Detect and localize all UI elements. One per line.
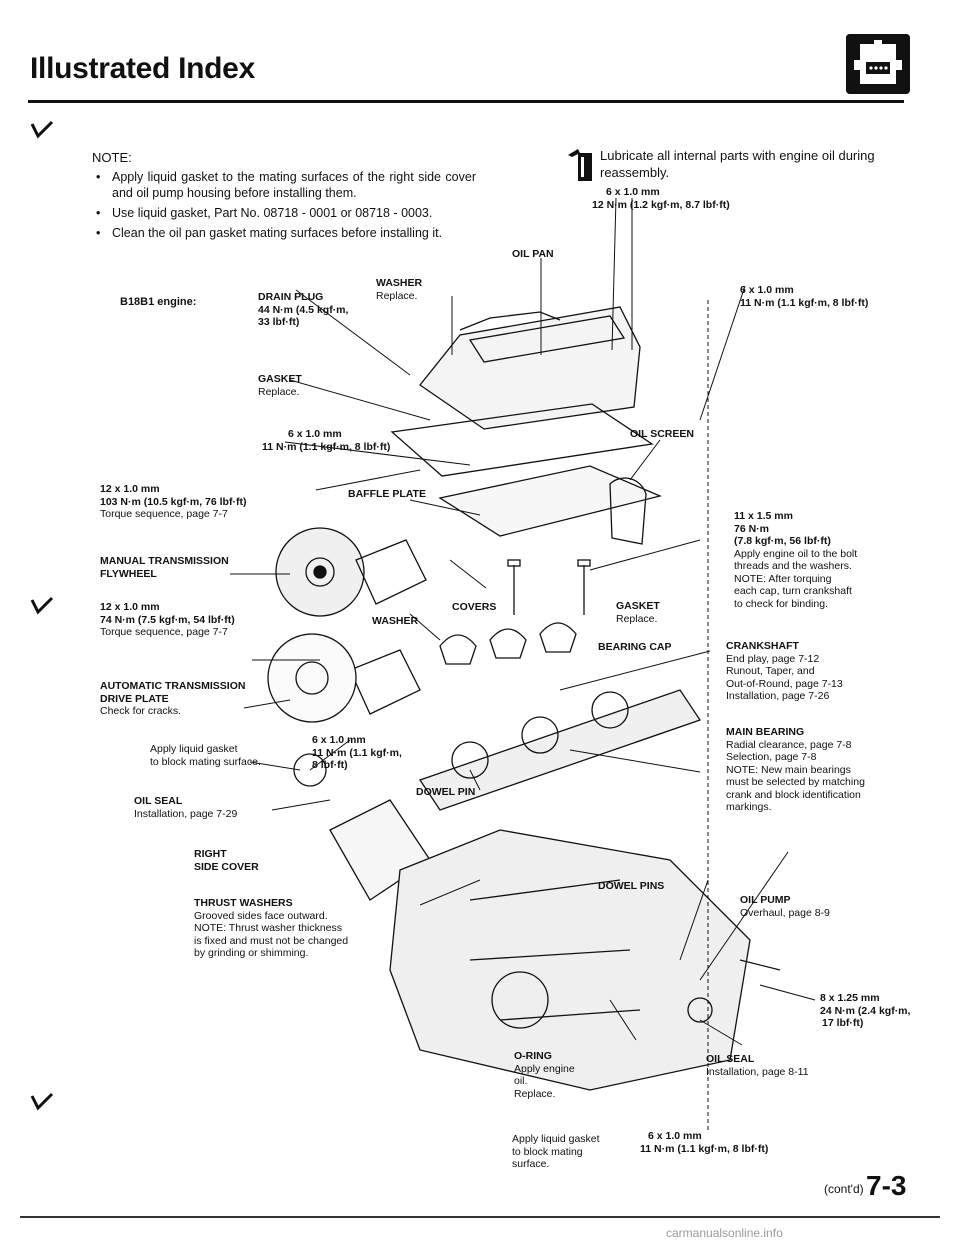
note-item: Clean the oil pan gasket mating surfaces… — [92, 225, 476, 241]
bolt-12x10-a-label: 12 x 1.0 mm 103 N·m (10.5 kgf·m, 76 lbf·… — [100, 483, 247, 520]
thrust-washers-label: THRUST WASHERS Grooved sides face outwar… — [194, 897, 349, 959]
continued-label: (cont'd) — [824, 1182, 864, 1196]
crankshaft-label: CRANKSHAFT End play, page 7-12 Runout, T… — [726, 640, 843, 702]
page-title: Illustrated Index — [30, 52, 255, 85]
header-rule — [28, 100, 904, 103]
bearing-cap-label: BEARING CAP — [598, 641, 672, 653]
dowel-pins-label: DOWEL PINS — [598, 880, 665, 892]
apply-liquid-gasket-b-label: Apply liquid gasket to block mating surf… — [512, 1133, 600, 1170]
note-item: Use liquid gasket, Part No. 08718 - 0001… — [92, 205, 476, 221]
note-heading: NOTE: — [92, 150, 132, 165]
oil-seal-right-label: OIL SEAL Installation, page 8-11 — [706, 1053, 809, 1078]
notes-block: NOTE: Apply liquid gasket to the mating … — [92, 150, 476, 245]
bolt-6x10-bottom-label: 6 x 1.0 mm 11 N·m (1.1 kgf·m, 8 lbf·ft) — [640, 1130, 769, 1155]
page-number: 7-3 — [866, 1170, 907, 1201]
bolt-11x15-label: 11 x 1.5 mm 76 N·m (7.8 kgf·m, 56 lbf·ft… — [734, 510, 858, 610]
binding-mark — [30, 596, 54, 615]
watermark: carmanualsonline.info — [666, 1226, 783, 1240]
gasket-top-label: GASKET Replace. — [258, 373, 302, 398]
washer-top-label: WASHER Replace. — [376, 277, 423, 302]
binding-mark — [30, 1092, 54, 1111]
main-bearing-label: MAIN BEARING Radial clearance, page 7-8 … — [726, 726, 865, 813]
note-item: Apply liquid gasket to the mating surfac… — [92, 169, 476, 201]
oil-pan-label: OIL PAN — [512, 248, 554, 260]
apply-liquid-gasket-a-label: Apply liquid gasket to block mating surf… — [150, 743, 261, 768]
engine-block-icon — [846, 34, 910, 94]
gasket-mid-label: GASKET Replace. — [616, 600, 660, 625]
bolt-12x10-b-label: 12 x 1.0 mm 74 N·m (7.5 kgf·m, 54 lbf·ft… — [100, 601, 235, 638]
right-side-cover-label: RIGHT SIDE COVER — [194, 848, 259, 873]
oil-screen-label: OIL SCREEN — [630, 428, 694, 440]
oil-seal-left-label: OIL SEAL Installation, page 7-29 — [134, 795, 238, 820]
washer-mid-label: WASHER — [372, 615, 419, 627]
drain-plug-label: DRAIN PLUG 44 N·m (4.5 kgf·m, 33 lbf·ft) — [258, 291, 349, 328]
oil-can-icon — [568, 149, 592, 181]
bolt-8x125-label: 8 x 1.25 mm 24 N·m (2.4 kgf·m, 17 lbf·ft… — [820, 992, 911, 1029]
at-drive-plate-label: AUTOMATIC TRANSMISSION DRIVE PLATE Check… — [100, 680, 246, 717]
mt-flywheel-label: MANUAL TRANSMISSION FLYWHEEL — [100, 555, 229, 580]
bolt-6x10-right-label: 6 x 1.0 mm 11 N·m (1.1 kgf·m, 8 lbf·ft) — [740, 284, 869, 309]
lubricate-note: Lubricate all internal parts with engine… — [600, 148, 875, 180]
covers-label: COVERS — [452, 601, 497, 613]
oil-pump-label: OIL PUMP Overhaul, page 8-9 — [740, 894, 830, 919]
engine-label: B18B1 engine: — [120, 296, 197, 308]
binding-mark — [30, 120, 54, 139]
dowel-pin-label: DOWEL PIN — [416, 786, 476, 798]
bolt-6x10-b-label: 6 x 1.0 mm 11 N·m (1.1 kgf·m, 8 lbf·ft) — [312, 734, 402, 771]
footer-rule — [20, 1216, 940, 1218]
bolt-6x10-top-label: 6 x 1.0 mm 12 N·m (1.2 kgf·m, 8.7 lbf·ft… — [592, 186, 730, 211]
bolt-6x10-a-label: 6 x 1.0 mm 11 N·m (1.1 kgf·m, 8 lbf·ft) — [262, 428, 391, 453]
baffle-plate-label: BAFFLE PLATE — [348, 488, 426, 500]
o-ring-label: O-RING Apply engine oil. Replace. — [514, 1050, 575, 1100]
